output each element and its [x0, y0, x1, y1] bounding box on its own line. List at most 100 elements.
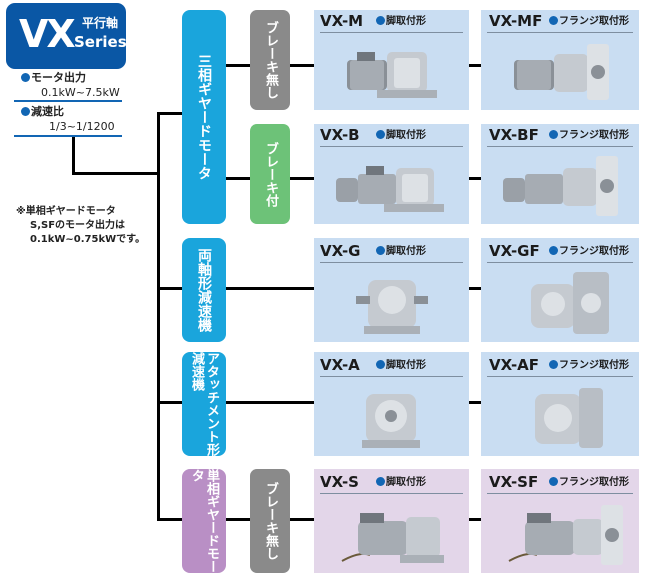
bullet-icon — [376, 16, 385, 25]
double-shaft-reducer-flange-image — [531, 272, 609, 334]
product-panel-vx-b[interactable]: VX-B 脚取付形 — [314, 124, 469, 224]
output-label: モータ出力 — [21, 71, 86, 84]
bullet-icon — [21, 73, 30, 82]
model-name: VX-M — [320, 12, 364, 30]
branch-line — [157, 518, 182, 521]
logo-series: Series — [74, 33, 127, 51]
product-panel-vx-gf[interactable]: VX-GF フランジ取付形 — [481, 238, 639, 342]
product-panel-vx-af[interactable]: VX-AF フランジ取付形 — [481, 352, 639, 456]
underline — [487, 376, 633, 377]
double-shaft-reducer-image — [356, 280, 428, 334]
mount-type: フランジ取付形 — [549, 130, 629, 142]
bullet-icon — [549, 477, 558, 486]
bullet-icon — [376, 477, 385, 486]
mount-type: 脚取付形 — [376, 360, 426, 372]
model-name: VX-GF — [489, 242, 540, 260]
logo-subtitle: 平行軸 — [82, 16, 119, 30]
mount-type: フランジ取付形 — [549, 360, 629, 372]
model-name: VX-AF — [489, 356, 540, 374]
connector-line — [226, 401, 314, 404]
mount-type: 脚取付形 — [376, 246, 426, 258]
connector-line — [290, 64, 314, 67]
product-panel-vx-s[interactable]: VX-S 脚取付形 — [314, 469, 469, 573]
model-name: VX-A — [320, 356, 360, 374]
underline — [320, 32, 463, 33]
output-value: 0.1kW~7.5kW — [41, 86, 120, 99]
bullet-icon — [376, 360, 385, 369]
connector-line — [226, 177, 250, 180]
trunk-line — [157, 112, 160, 521]
brake-none-box: ブレーキ無し — [250, 469, 290, 573]
mount-type: フランジ取付形 — [549, 16, 629, 28]
connector-line — [469, 401, 481, 404]
product-panel-vx-sf[interactable]: VX-SF フランジ取付形 — [481, 469, 639, 573]
bullet-icon — [549, 130, 558, 139]
single-phase-motor-flange-image — [508, 505, 623, 565]
model-name: VX-MF — [489, 12, 543, 30]
product-panel-vx-mf[interactable]: VX-MF フランジ取付形 — [481, 10, 639, 110]
bullet-icon — [549, 16, 558, 25]
connector-line — [290, 177, 314, 180]
connector-line — [226, 518, 250, 521]
mount-type: フランジ取付形 — [549, 246, 629, 258]
product-panel-vx-bf[interactable]: VX-BF フランジ取付形 — [481, 124, 639, 224]
connector-line — [72, 172, 160, 175]
connector-line — [72, 137, 75, 174]
spec-divider — [14, 100, 122, 102]
logo-title: VX — [19, 12, 76, 56]
bullet-icon — [549, 360, 558, 369]
attachment-reducer-image — [362, 394, 420, 448]
connector-line — [469, 177, 481, 180]
underline — [487, 146, 633, 147]
single-phase-motor-foot-image — [341, 513, 444, 563]
gear-motor-brake-flange-image — [503, 156, 618, 216]
bullet-icon — [549, 246, 558, 255]
gear-motor-brake-foot-image — [336, 166, 444, 212]
note-line-3: 0.1kW~0.75kWです。 — [30, 234, 146, 245]
model-name: VX-G — [320, 242, 361, 260]
mount-type: 脚取付形 — [376, 130, 426, 142]
model-name: VX-BF — [489, 126, 539, 144]
gear-motor-foot-image — [347, 52, 437, 98]
bullet-icon — [376, 130, 385, 139]
category-single-phase: 単相ギヤードモータ — [182, 469, 226, 573]
ratio-value: 1/3~1/1200 — [49, 120, 115, 133]
brake-with-box: ブレーキ付 — [250, 124, 290, 224]
mount-type: フランジ取付形 — [549, 477, 629, 489]
bullet-icon — [376, 246, 385, 255]
vx-series-logo: VX 平行軸 Series — [6, 3, 127, 69]
model-name: VX-S — [320, 473, 359, 491]
note-line-1: ※単相ギヤードモータ — [16, 206, 116, 217]
product-panel-vx-m[interactable]: VX-M 脚取付形 — [314, 10, 469, 110]
category-three-phase: 三相ギヤードモータ — [182, 10, 226, 224]
model-name: VX-B — [320, 126, 360, 144]
branch-line — [157, 287, 182, 290]
mount-type: 脚取付形 — [376, 477, 426, 489]
branch-line — [157, 401, 182, 404]
note-line-2: S,SFのモータ出力は — [30, 220, 126, 231]
underline — [320, 493, 463, 494]
bullet-icon — [21, 107, 30, 116]
underline — [320, 262, 463, 263]
category-double-shaft: 両軸形減速機 — [182, 238, 226, 342]
product-panel-vx-a[interactable]: VX-A 脚取付形 — [314, 352, 469, 456]
ratio-label: 減速比 — [21, 105, 64, 118]
branch-line — [157, 112, 182, 115]
category-attachment: アタッチメント形減速機 — [182, 352, 226, 456]
mount-type: 脚取付形 — [376, 16, 426, 28]
underline — [320, 376, 463, 377]
underline — [487, 32, 633, 33]
brake-none-box: ブレーキ無し — [250, 10, 290, 110]
connector-line — [469, 287, 481, 290]
connector-line — [469, 64, 481, 67]
connector-line — [290, 518, 314, 521]
spec-divider — [14, 135, 122, 137]
attachment-reducer-flange-image — [535, 388, 603, 448]
gear-motor-flange-image — [514, 44, 609, 100]
model-name: VX-SF — [489, 473, 539, 491]
connector-line — [469, 518, 481, 521]
underline — [487, 493, 633, 494]
product-panel-vx-g[interactable]: VX-G 脚取付形 — [314, 238, 469, 342]
underline — [320, 146, 463, 147]
underline — [487, 262, 633, 263]
